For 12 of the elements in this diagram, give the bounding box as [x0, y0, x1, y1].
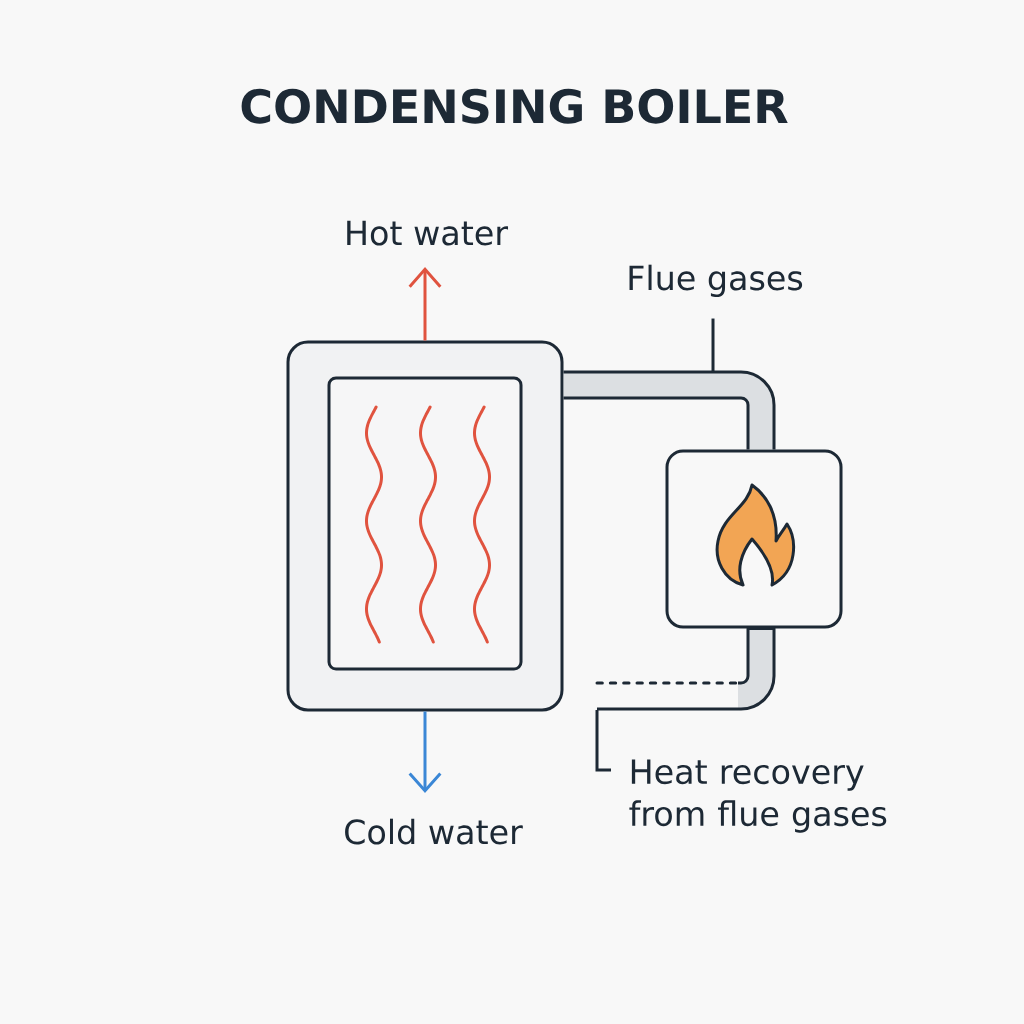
arrow [408, 267, 442, 341]
title: CONDENSING BOILER [241, 88, 788, 124]
arrow [408, 711, 442, 794]
leader-line [711, 318, 715, 372]
pipe [736, 627, 776, 711]
heat-exchanger-box [327, 376, 523, 671]
callout-label: Heat recovery from flue gases [629, 759, 887, 833]
flow-label: Hot water [347, 220, 508, 246]
pipe [563, 370, 776, 450]
leader-line [595, 710, 611, 772]
flow-label: Cold water [345, 818, 523, 845]
callout-label: Flue gases [629, 264, 803, 297]
